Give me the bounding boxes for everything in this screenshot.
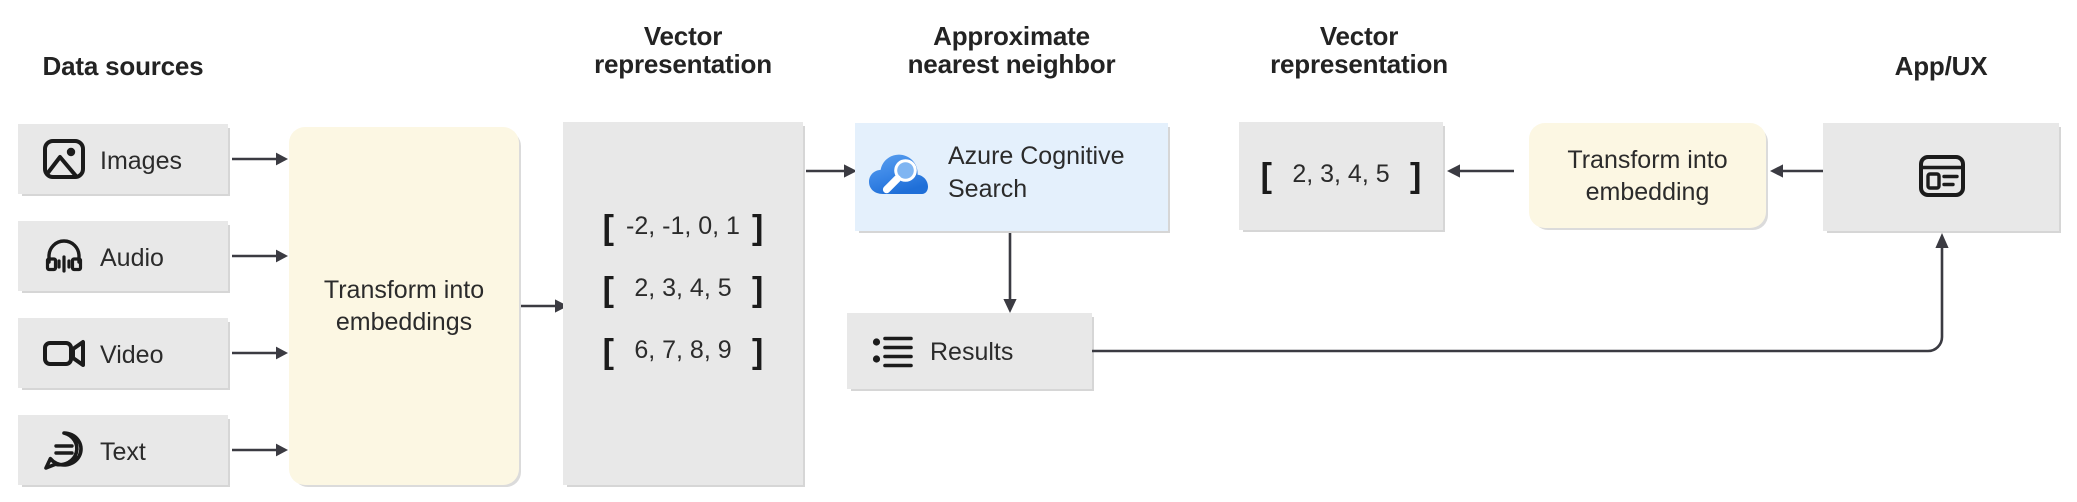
heading-data-sources: Data sources (42, 51, 204, 81)
heading-line-1: Vector (643, 21, 723, 51)
vector-row: [ 2, 3, 4, 5 ] (602, 270, 764, 309)
data-source-label-audio: Audio (100, 244, 164, 272)
vector-representation-box-right: [ 2, 3, 4, 5 ] (1239, 122, 1443, 230)
bulleted-list-icon (872, 336, 913, 368)
heading-line-2: representation (1270, 49, 1448, 80)
connector-results-to-app-ux (1092, 233, 1949, 353)
image-icon (43, 139, 85, 179)
video-camera-icon (43, 340, 85, 367)
transform-into-embeddings-box[interactable] (289, 127, 519, 485)
transform-into-embedding-label: Transform into embedding (1529, 123, 1766, 228)
speech-bubble-text-icon (44, 431, 83, 470)
transform-label-line-1: Transform into (323, 276, 485, 304)
data-source-label-images: Images (100, 147, 182, 175)
azure-cognitive-search-label: Azure Cognitive Search (948, 140, 1160, 206)
headphones-audio-icon (45, 239, 83, 273)
heading-approximate-nearest-neighbor: Approximate nearest neighbor (855, 22, 1168, 78)
arrow-images-to-transform (232, 152, 288, 166)
arrow-search-to-results (1003, 233, 1017, 313)
heading-vector-representation-right: Vector representation (1239, 22, 1479, 78)
app-ux-box[interactable] (1823, 123, 2059, 231)
vector-values: -2, -1, 0, 1 (626, 212, 740, 240)
arrow-text-to-transform (232, 443, 288, 457)
heading-line-2: representation (594, 49, 772, 80)
arrow-video-to-transform (232, 346, 288, 360)
vector-row: [ -2, -1, 0, 1 ] (602, 208, 764, 247)
data-source-label-video: Video (100, 341, 164, 369)
transform-label-line-2: embeddings (335, 308, 473, 336)
heading-line-1: Approximate (933, 21, 1090, 51)
transform-query-label-line-2: embedding (1585, 177, 1710, 206)
heading-line-1: Vector (1319, 21, 1399, 51)
arrow-transform-query-to-vector-right (1447, 164, 1514, 178)
results-label: Results (930, 338, 1014, 366)
vector-row: [ 2, 3, 4, 5 ] (1260, 156, 1422, 195)
transform-into-embedding-box[interactable] (1529, 123, 1766, 228)
app-window-layout-icon (1919, 155, 1965, 197)
transform-into-embeddings-label: Transform into embeddings (289, 127, 519, 485)
transform-query-label-line-1: Transform into (1567, 145, 1728, 174)
data-source-audio[interactable] (18, 221, 228, 291)
arrow-audio-to-transform (232, 249, 288, 263)
vector-representation-box-left: [ -2, -1, 0, 1 ] [ 2, 3, 4, 5 ] [ 6, 7, … (563, 122, 803, 485)
search-label-line-1: Azure Cognitive (948, 142, 1125, 170)
vector-values: 2, 3, 4, 5 (634, 274, 732, 302)
vector-values: 6, 7, 8, 9 (634, 336, 732, 364)
azure-cognitive-search-cloud-magnifier-icon (869, 154, 928, 194)
data-source-images[interactable] (18, 124, 228, 194)
vector-row: [ 6, 7, 8, 9 ] (602, 332, 764, 371)
heading-vector-representation-left: Vector representation (563, 22, 803, 78)
heading-line-2: nearest neighbor (907, 49, 1116, 80)
vector-values: 2, 3, 4, 5 (1292, 160, 1390, 188)
data-source-label-text: Text (100, 438, 146, 466)
data-source-text[interactable] (18, 415, 228, 485)
arrow-vector-left-to-search (806, 164, 857, 178)
search-label-line-2: Search (948, 175, 1028, 203)
arrow-transform-to-vector-left (521, 299, 568, 313)
heading-app-ux: App/UX (1894, 51, 1988, 81)
data-source-video[interactable] (18, 318, 228, 388)
results-box[interactable] (847, 313, 1092, 389)
